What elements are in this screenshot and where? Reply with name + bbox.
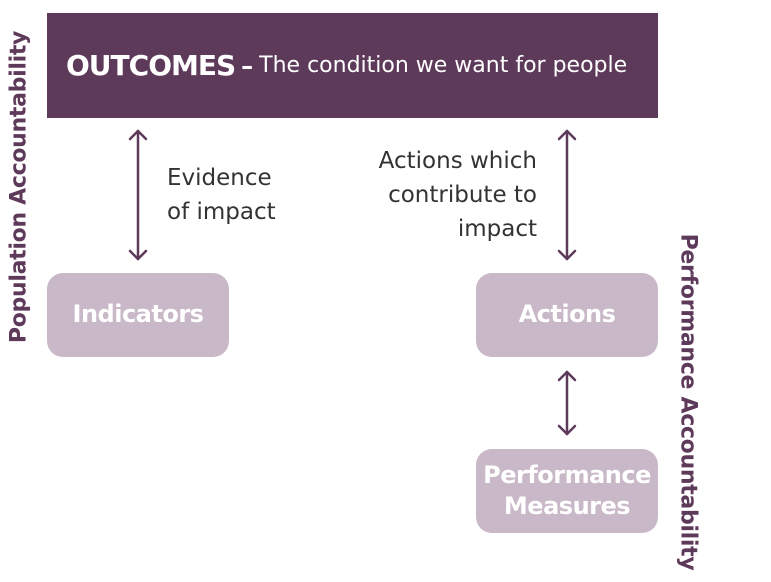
actions-box: Actions <box>476 273 658 357</box>
actions-contribute-label: Actions which contribute to impact <box>360 144 537 246</box>
outcomes-box: OUTCOMES – The condition we want for peo… <box>47 13 658 118</box>
outcomes-description: The condition we want for people <box>259 53 628 78</box>
outcomes-actions-arrow-icon <box>557 129 577 261</box>
evidence-of-impact-label: Evidence of impact <box>167 161 276 229</box>
performance-measures-line1: Performance <box>483 460 651 489</box>
indicators-label: Indicators <box>72 300 204 329</box>
performance-measures-box: Performance Measures <box>476 449 658 533</box>
actions-label-line1: Actions which <box>378 148 537 174</box>
actions-label-line2: contribute to <box>388 182 537 208</box>
outcomes-indicators-arrow-icon <box>128 129 148 261</box>
actions-performance-arrow-icon <box>557 370 577 436</box>
outcomes-title: OUTCOMES <box>66 49 236 82</box>
evidence-line2: of impact <box>167 199 276 225</box>
indicators-box: Indicators <box>47 273 229 357</box>
evidence-line1: Evidence <box>167 165 272 191</box>
performance-measures-line2: Measures <box>503 492 631 520</box>
outcomes-dash: – <box>241 51 254 80</box>
actions-box-label: Actions <box>518 300 616 329</box>
actions-label-line3: impact <box>457 216 537 242</box>
